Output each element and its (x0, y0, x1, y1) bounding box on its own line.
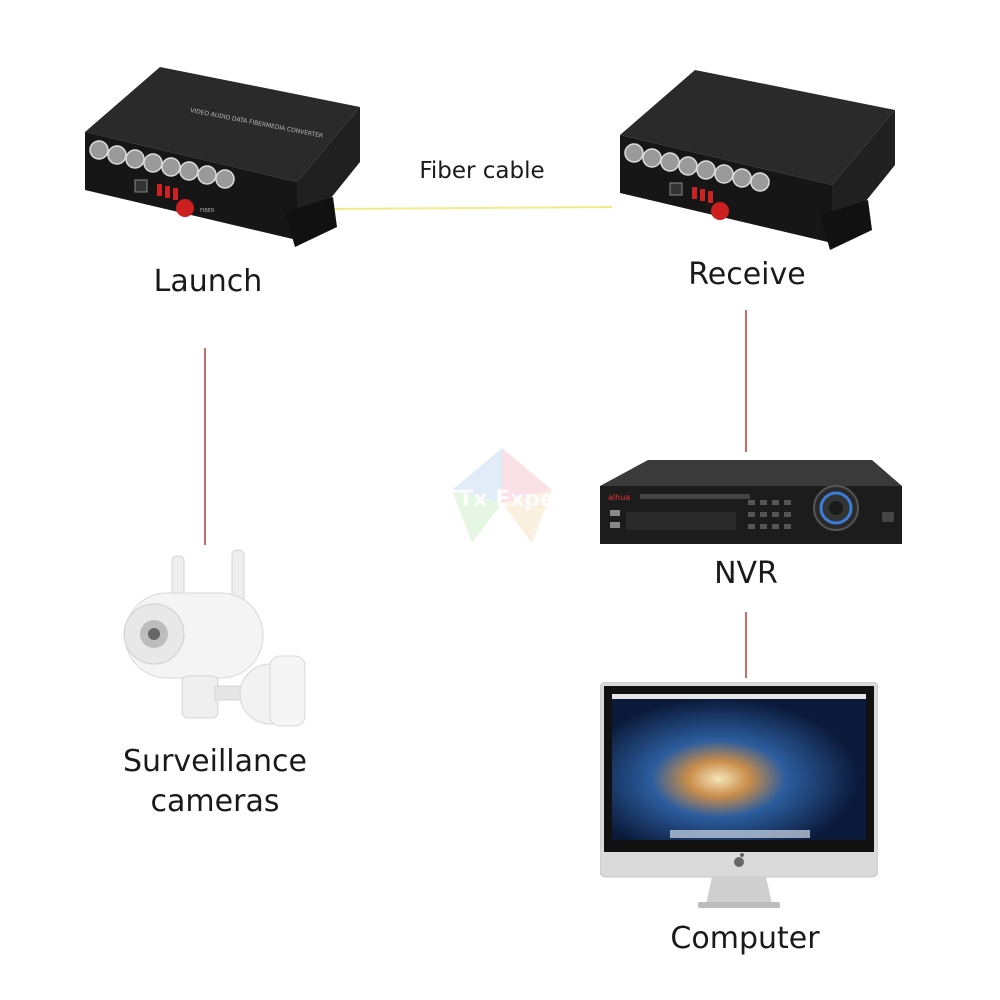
launch-label: Launch (153, 264, 263, 299)
converter-port-text: FIBER (200, 208, 215, 214)
nvr-label: NVR (714, 556, 778, 591)
receive-converter-device (620, 70, 895, 250)
computer-label: Computer (670, 921, 820, 956)
apple-logo-icon (734, 853, 744, 867)
cameras-label-line1: Surveillance (123, 744, 307, 779)
nvr-device: alhua (600, 460, 902, 544)
fiber-cable-line (331, 206, 613, 210)
receive-label: Receive (688, 257, 806, 292)
camera-device (123, 549, 306, 727)
watermark-text: FTTx Expert (428, 487, 577, 512)
computer-device (600, 682, 878, 908)
launch-converter-device: VIDEO AUDIO DATA FIBERMEDIA CONVERTER FI… (85, 67, 360, 247)
nvr-brand-text: alhua (608, 493, 630, 502)
watermark-logo: FTTx Expert (428, 448, 577, 543)
cameras-label-line2: cameras (150, 784, 280, 819)
fiber-cable-label: Fiber cable (419, 158, 545, 184)
